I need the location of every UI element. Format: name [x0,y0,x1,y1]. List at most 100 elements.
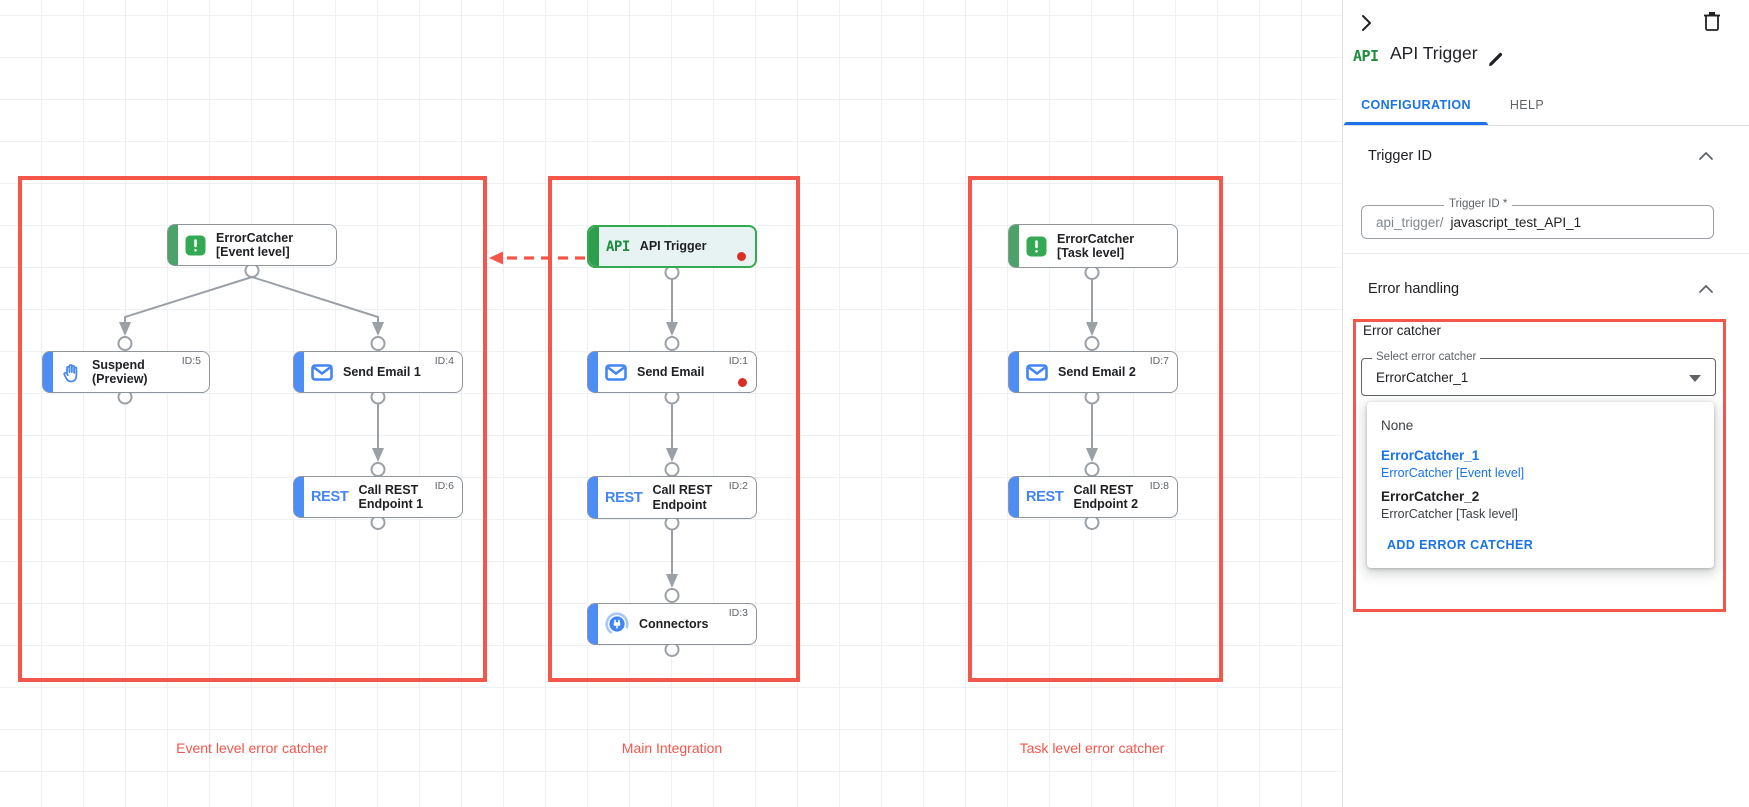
task-id-badge: ID:8 [1149,480,1169,492]
node-title: Send Email 2 [1058,364,1136,379]
active-tab-underline [1344,122,1488,125]
config-panel: API API Trigger CONFIGURATION HELP Trigg… [1342,0,1749,807]
node-connectors[interactable]: Connectors ID:3 [587,603,757,645]
api-trigger-logo: API [1353,47,1379,65]
rest-logo-icon: REST [311,489,349,505]
error-catcher-link-arrow [489,251,585,265]
group-task-level-error-catcher [968,176,1223,682]
node-title: Send Email 1 [343,364,421,379]
menu-item-title: ErrorCatcher_2 [1381,489,1480,504]
tab-configuration[interactable]: CONFIGURATION [1361,98,1471,112]
delete-trigger-icon[interactable] [1702,10,1722,32]
edge-layer [117,251,1100,657]
email-icon [311,363,333,381]
error-handling-collapse-icon[interactable] [1698,284,1714,294]
node-title: ErrorCatcher[Event level] [216,230,294,260]
add-error-catcher-button[interactable]: ADD ERROR CATCHER [1387,538,1534,552]
node-send-email-1[interactable]: Send Email 1 ID:4 [293,351,463,393]
group-label-main-integration: Main Integration [621,740,723,756]
error-catcher-group-label: Error catcher [1363,323,1442,338]
menu-item-errorcatcher-2[interactable]: ErrorCatcher_2 ErrorCatcher [Task level] [1367,480,1714,521]
edge-arrowheads [119,322,1098,588]
select-dropdown-caret-icon [1689,375,1701,382]
tab-help[interactable]: HELP [1509,98,1545,112]
menu-item-errorcatcher-1[interactable]: ErrorCatcher_1 ErrorCatcher [Event level… [1367,439,1714,480]
edit-title-icon[interactable] [1487,50,1505,68]
rest-logo-icon: REST [1026,489,1064,505]
task-id-badge: ID:1 [728,355,748,367]
node-accent-bar [588,477,598,518]
error-catcher-highlight-box [1353,319,1726,612]
select-error-catcher[interactable]: Select error catcher ErrorCatcher_1 [1361,351,1716,396]
node-title: ErrorCatcher[Task level] [1057,231,1135,261]
trigger-id-prefix: api_trigger/ [1376,214,1444,230]
error-badge-dot [738,378,747,387]
menu-item-subtitle: ErrorCatcher [Task level] [1381,507,1518,521]
node-accent-bar [294,477,304,517]
task-id-badge: ID:5 [181,355,201,367]
trigger-id-field-label: Trigger ID * [1444,198,1513,210]
trigger-id-value[interactable]: javascript_test_API_1 [1450,214,1582,230]
node-error-catcher-event-level[interactable]: ErrorCatcher[Event level] [167,224,337,266]
menu-item-title: ErrorCatcher_1 [1381,448,1480,463]
node-accent-bar [43,352,53,392]
task-id-badge: ID:6 [434,480,454,492]
node-title: Send Email [637,364,705,379]
group-label-task-level: Task level error catcher [1019,740,1165,756]
select-error-catcher-label: Select error catcher [1372,351,1481,363]
node-accent-bar [589,227,599,266]
menu-item-none[interactable]: None [1381,418,1414,433]
error-catcher-dropdown-menu: None ErrorCatcher_1 ErrorCatcher [Event … [1367,402,1714,568]
email-icon [1026,363,1048,381]
group-event-level-error-catcher [18,176,487,682]
edge-lines [124,276,1093,575]
node-accent-bar [168,225,178,265]
menu-item-subtitle: ErrorCatcher [Event level] [1381,466,1525,480]
tabs-divider [1343,125,1749,126]
group-main-integration [548,176,800,682]
task-id-badge: ID:2 [728,480,748,492]
node-accent-bar [1009,225,1019,267]
node-suspend[interactable]: Suspend(Preview) ID:5 [42,351,210,393]
connectors-plug-icon [605,612,629,636]
error-catcher-icon [185,235,206,256]
node-title: Connectors [639,616,709,631]
trigger-id-section-heading: Trigger ID [1368,148,1432,164]
error-handling-section-heading: Error handling [1368,281,1460,297]
email-icon [605,363,627,381]
node-accent-bar [588,604,598,644]
panel-title: API Trigger [1390,43,1478,63]
task-id-badge: ID:4 [434,355,454,367]
task-id-badge: ID:7 [1149,355,1169,367]
panel-collapse-icon[interactable] [1356,13,1376,33]
node-title: Suspend(Preview) [92,357,148,387]
group-label-event-level: Event level error catcher [176,740,328,756]
node-accent-bar [1009,352,1019,392]
node-accent-bar [1009,477,1019,517]
trigger-id-field[interactable]: Trigger ID * api_trigger/ javascript_tes… [1361,198,1714,239]
integration-canvas[interactable]: Event level error catcher Main Integrati… [0,0,1342,807]
node-accent-bar [588,352,598,392]
node-accent-bar [294,352,304,392]
rest-logo-icon: REST [605,489,643,506]
api-logo-icon: API [606,238,630,255]
error-badge-dot [737,252,746,261]
node-title: API Trigger [639,239,707,254]
node-send-email-2[interactable]: Send Email 2 ID:7 [1008,351,1178,393]
trigger-id-collapse-icon[interactable] [1698,151,1714,161]
section-divider [1343,253,1749,254]
node-error-catcher-task-level[interactable]: ErrorCatcher[Task level] [1008,224,1178,268]
connection-points[interactable] [117,263,1100,657]
error-catcher-icon [1026,236,1047,257]
suspend-hand-icon [60,361,82,383]
select-error-catcher-value: ErrorCatcher_1 [1376,369,1469,385]
node-send-email[interactable]: Send Email ID:1 [587,351,757,393]
node-api-trigger[interactable]: API API Trigger [587,225,757,268]
task-id-badge: ID:3 [728,607,748,619]
